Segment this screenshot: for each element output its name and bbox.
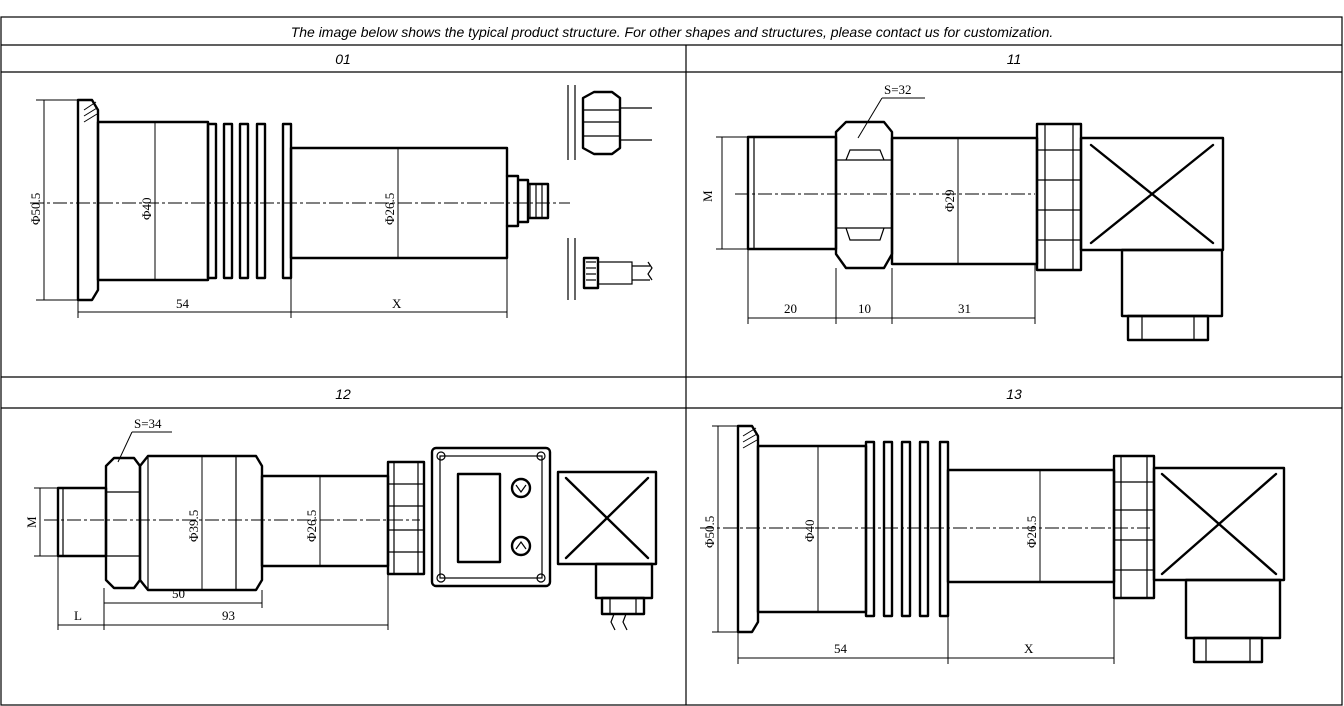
panel-13-tube-dia: Φ26.5: [1024, 516, 1039, 548]
panel-12-len-c: L: [74, 608, 82, 623]
panel-12-thread: [56, 486, 108, 558]
table-grid: [0, 16, 1343, 706]
panel-13-len-b: X: [1024, 641, 1034, 656]
panel-12-len-a: 50: [172, 586, 185, 601]
panel-01-tube-dia: Φ26.5: [382, 193, 397, 225]
panel-11-drawing: M Φ29 S=32 20 10 31: [700, 82, 1225, 342]
panel-12-len-b: 93: [222, 608, 235, 623]
panel-12-body-dia: Φ39.5: [186, 510, 201, 542]
panel-11-thread-label: M: [700, 190, 715, 202]
panel-01-connector: [505, 174, 550, 228]
panel-11-body: [890, 136, 1039, 266]
panel-12-title: 12: [335, 386, 351, 402]
panel-12-hex-size: S=34: [134, 416, 162, 431]
panel-12-button-down: [510, 535, 532, 557]
header-note: The image below shows the typical produc…: [291, 24, 1054, 40]
panel-12-lcd-window: [456, 472, 502, 564]
panel-01-flange: [76, 98, 100, 302]
panel-12-ring: [386, 460, 426, 576]
panel-01-fin: [255, 122, 267, 280]
panel-13-fin: [882, 440, 894, 618]
panel-11-hex-size: S=32: [884, 82, 912, 97]
panel-11-thread: [746, 135, 838, 251]
panel-13-len-a: 54: [834, 641, 848, 656]
panel-01-drawing: Φ50.5 Φ40 Φ26.5 54 X: [28, 85, 653, 318]
panel-12-button-up: [510, 477, 532, 499]
panel-13-body-dia: Φ40: [802, 519, 817, 542]
panel-12-tube-dia: Φ26.5: [304, 510, 319, 542]
panel-13-fin: [864, 440, 876, 618]
panel-01-gland-detail: [567, 85, 652, 160]
panel-11-hex: [834, 120, 894, 270]
panel-11-len-a: 20: [784, 301, 797, 316]
panel-13-drawing: Φ50.5 Φ40 Φ26.5 54 X: [700, 424, 1286, 664]
panel-12-display-housing: [430, 446, 552, 588]
panel-01-len-b: X: [392, 296, 402, 311]
panel-11-len-c: 31: [958, 301, 971, 316]
panel-12-thread-label: M: [24, 516, 39, 528]
panel-12-tube: [260, 474, 390, 568]
panel-11-len-b: 10: [858, 301, 871, 316]
panel-11-ring: [1035, 122, 1083, 272]
panel-13-fin: [900, 440, 912, 618]
panel-13-flange: [736, 424, 760, 634]
panel-01-fin: [222, 122, 234, 280]
panel-01-title: 01: [335, 51, 351, 67]
panel-13-flange-dia: Φ50.5: [702, 516, 717, 548]
panel-13-ring: [1112, 454, 1156, 600]
panel-01-body-dia: Φ40: [139, 197, 154, 220]
panel-12-hex: [104, 456, 142, 590]
panel-13-fin: [918, 440, 930, 618]
panel-12-body: [138, 454, 264, 592]
panel-01-flange-dia: Φ50.5: [28, 193, 43, 225]
panel-01-fin: [238, 122, 250, 280]
panel-13-title: 13: [1006, 386, 1022, 402]
panel-01-fin: [206, 122, 218, 280]
panel-11-title: 11: [1007, 51, 1022, 67]
panel-01-len-a: 54: [176, 296, 190, 311]
panel-12-drawing: M Φ39.5 Φ26.5 S=34 50 L 93: [24, 416, 658, 631]
panel-11-body-dia: Φ29: [942, 189, 957, 212]
panel-01-plug-detail: [567, 238, 653, 300]
